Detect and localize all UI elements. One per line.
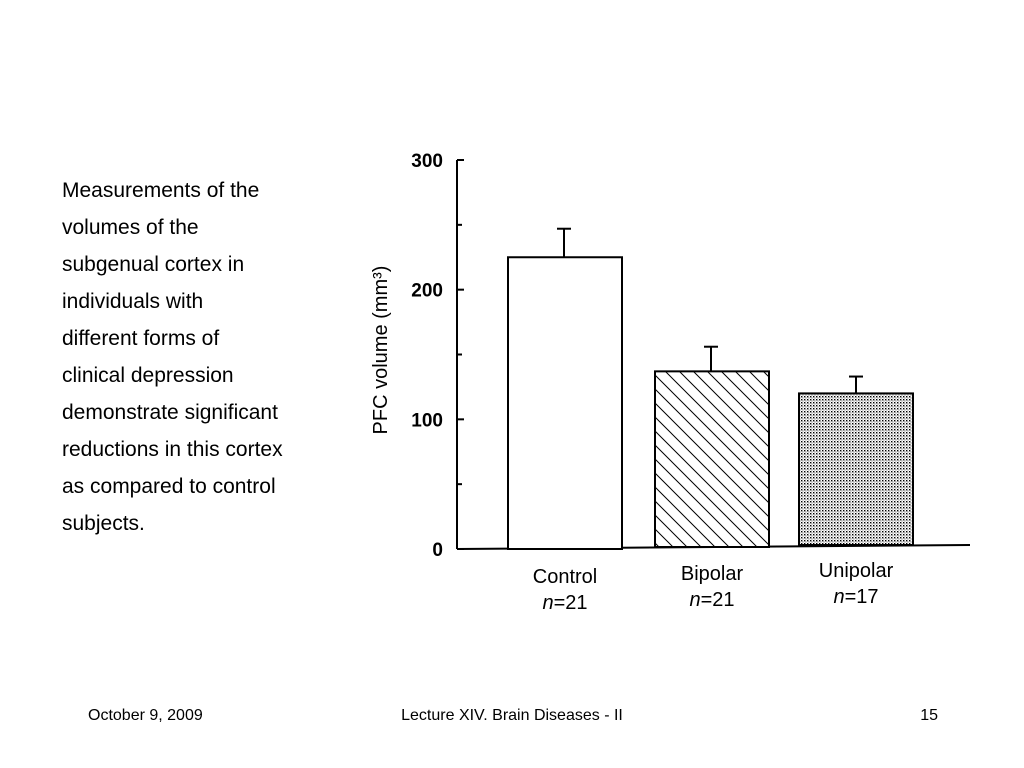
body-line: clinical depression	[62, 364, 234, 387]
y-tick-label: 100	[411, 410, 443, 431]
y-tick-label: 300	[411, 151, 443, 172]
y-tick-label: 200	[411, 281, 443, 302]
footer-date: October 9, 2009	[88, 707, 203, 724]
bar-unipolar	[798, 392, 914, 546]
bar-control	[507, 256, 623, 550]
chart-bars	[507, 227, 914, 550]
footer-page-number: 15	[920, 707, 938, 724]
category-label: Control	[533, 566, 597, 588]
footer-title: Lecture XIV. Brain Diseases - II	[401, 707, 623, 724]
y-axis-title: PFC volume (mm³)	[370, 266, 392, 435]
slide-body-text: Measurements of the volumes of the subge…	[62, 172, 347, 542]
sample-size-label: n=21	[689, 589, 734, 611]
body-line: Measurements of the	[62, 179, 260, 202]
category-label: Unipolar	[819, 560, 894, 582]
body-line: subjects.	[62, 512, 145, 535]
body-line: demonstrate significant	[62, 401, 278, 424]
body-line: volumes of the	[62, 216, 199, 239]
body-line: individuals with	[62, 290, 204, 313]
body-line: as compared to control	[62, 475, 276, 498]
body-line: subgenual cortex in	[62, 253, 245, 276]
sample-size-label: n=21	[542, 592, 587, 614]
body-line: reductions in this cortex	[62, 438, 283, 461]
body-line: different forms of	[62, 327, 220, 350]
bar-bipolar	[654, 370, 770, 548]
y-tick-label: 0	[432, 540, 443, 561]
category-label: Bipolar	[681, 563, 744, 585]
sample-size-label: n=17	[833, 586, 878, 608]
